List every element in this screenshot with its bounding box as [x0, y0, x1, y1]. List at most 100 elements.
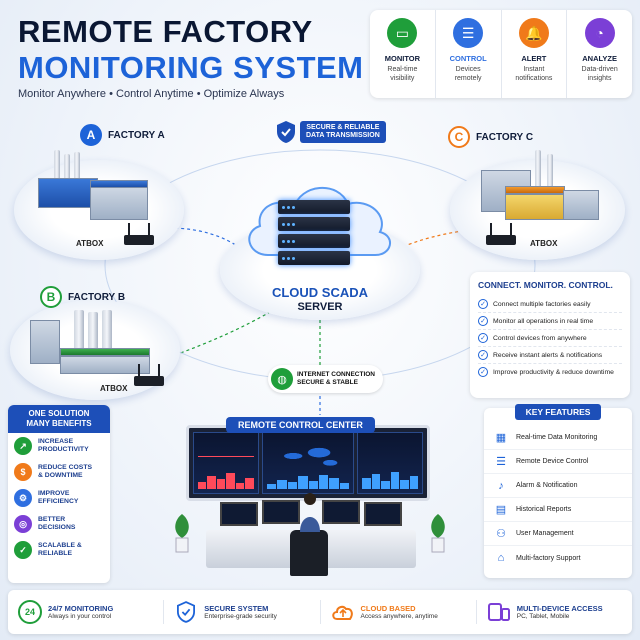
factory-icon: ⌂ [497, 552, 505, 564]
feature-title: ANALYZE [582, 54, 617, 63]
factory-b-badge: B [40, 286, 62, 308]
factory-b-device: ATBOX [100, 384, 128, 393]
title-line-1: REMOTE FACTORY [18, 14, 313, 49]
factory-c-device: ATBOX [530, 239, 558, 248]
cmc-title: CONNECT. MONITOR. CONTROL. [478, 280, 613, 290]
title-line-2: MONITORING SYSTEM [18, 50, 364, 85]
shield-icon [174, 600, 198, 624]
factory-a-device: ATBOX [76, 239, 104, 248]
dashboard-screen-left [193, 432, 259, 494]
bell-icon: ♪ [498, 479, 504, 492]
key-features-panel: KEY FEATURES ▦Real-time Data Monitoring … [484, 404, 632, 578]
list-item: ✓Connect multiple factories easily [478, 296, 622, 313]
benefit-item: ✓SCALABLE &RELIABLE [8, 537, 110, 563]
shield-icon: ✓ [14, 541, 32, 559]
sliders-icon: ☰ [496, 456, 506, 468]
clock-24-icon: 24 [18, 600, 42, 624]
factory-c-router [486, 223, 516, 245]
dashboard-screen-right [357, 432, 423, 494]
video-wall [186, 425, 430, 501]
feature-title: ALERT [521, 54, 547, 63]
control-center-label: REMOTE CONTROL CENTER [226, 417, 375, 433]
cloud-icon [331, 600, 355, 624]
dollar-icon: $ [14, 463, 32, 481]
users-icon: ⚇ [496, 528, 506, 540]
feature-title: CONTROL [449, 54, 487, 63]
list-item: ✓Control devices from anywhere [478, 330, 622, 347]
feature-item: ♪Alarm & Notification [484, 474, 632, 498]
document-icon: ▤ [495, 504, 507, 516]
check-icon: ✓ [478, 299, 488, 309]
gear-icon: ⚙ [14, 489, 32, 507]
growth-icon: ↗ [14, 437, 32, 455]
list-item: ✓Improve productivity & reduce downtime [478, 364, 622, 380]
tagline: Monitor Anywhere • Control Anytime • Opt… [18, 88, 285, 100]
benefit-item: $REDUCE COSTS& DOWNTIME [8, 459, 110, 485]
factory-c-buildings [475, 150, 605, 230]
globe-icon: ◍ [271, 368, 293, 390]
target-icon: ◎ [14, 515, 32, 533]
check-icon: ✓ [478, 333, 488, 343]
operator-chair [290, 530, 328, 576]
feature-item: ▤Historical Reports [484, 498, 632, 522]
key-features-heading: KEY FEATURES [515, 404, 601, 420]
factory-b-label: B FACTORY B [40, 286, 125, 308]
factory-a-router [124, 223, 154, 245]
check-icon: ✓ [478, 367, 488, 377]
list-item: ✓Monitor all operations in real time [478, 313, 622, 330]
factory-c-badge: C [448, 126, 470, 148]
dashboard-screen-map [261, 432, 355, 494]
factory-a-name: FACTORY A [108, 129, 165, 141]
feature-item: ▦Real-time Data Monitoring [484, 426, 632, 450]
factory-b-router [134, 364, 164, 386]
factory-c-label: C FACTORY C [448, 126, 533, 148]
plant-right [426, 510, 446, 553]
factory-c-name: FACTORY C [476, 131, 534, 143]
factory-b-name: FACTORY B [68, 291, 126, 303]
chart-icon: ▦ [495, 432, 507, 444]
chart-icon: ◔ [584, 18, 615, 48]
feature-title: MONITOR [384, 54, 421, 63]
cloud-label: CLOUD SCADA SERVER [271, 285, 369, 313]
devices-icon [487, 600, 511, 624]
connect-monitor-control-panel: CONNECT. MONITOR. CONTROL. ✓Connect mult… [470, 272, 630, 398]
check-icon: ✓ [478, 350, 488, 360]
server-rack [278, 200, 350, 270]
factory-b-buildings [24, 310, 164, 380]
bell-icon: 🔔 [518, 18, 549, 48]
shield-icon [277, 121, 295, 143]
factory-a-label: A FACTORY A [80, 124, 165, 146]
sliders-icon: ☰ [453, 18, 484, 48]
factory-a-buildings [30, 150, 160, 230]
check-icon: ✓ [478, 316, 488, 326]
operator-figure [300, 493, 320, 532]
factory-a-badge: A [80, 124, 102, 146]
list-item: ✓Receive instant alerts & notifications [478, 347, 622, 364]
monitor-icon: ▭ [387, 18, 418, 48]
feature-item: ☰Remote Device Control [484, 450, 632, 474]
plant-left [170, 510, 190, 553]
feature-item: ⌂Multi-factory Support [484, 546, 632, 570]
